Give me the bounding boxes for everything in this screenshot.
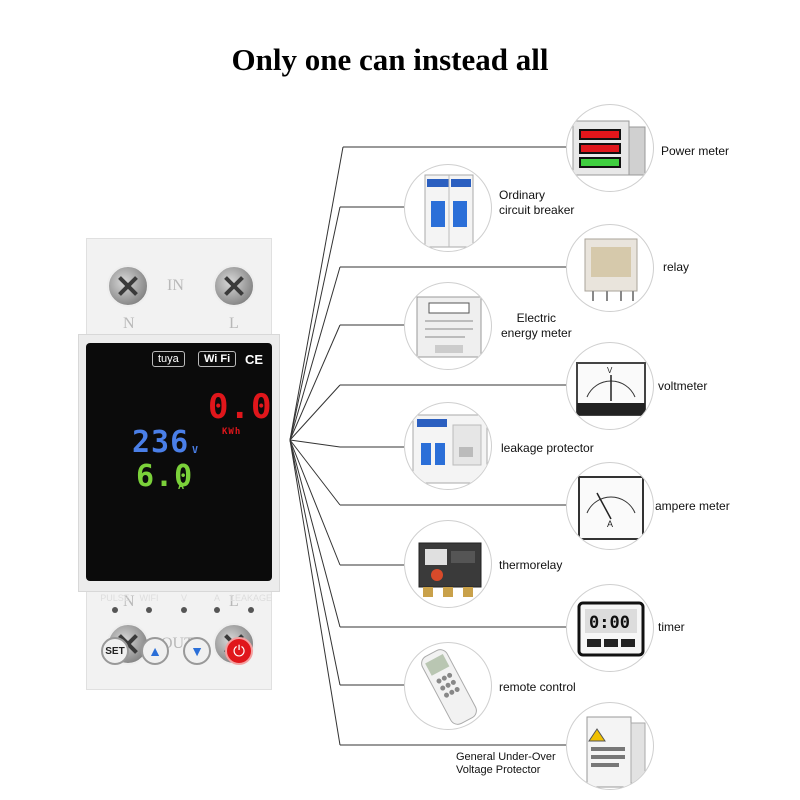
display-screen: tuya Wi Fi CE 0.0 KWh 236 V 6.0 A (86, 343, 272, 581)
indicator-leakage-label: LEAKAGE (229, 593, 273, 603)
leakage-protector-icon (412, 414, 488, 484)
ampere-meter-label: ampere meter (655, 499, 730, 513)
ce-mark: CE (245, 352, 264, 367)
circuit-breaker-icon (424, 174, 474, 248)
energy-readout: 0.0 (208, 387, 273, 427)
thermorelay-icon (418, 542, 482, 597)
power-meter-label: Power meter (661, 144, 730, 158)
down-button[interactable]: ▼ (183, 637, 211, 665)
timer-label: timer (658, 620, 685, 634)
indicator-leakage-led (248, 607, 254, 613)
indicator-a-led (214, 607, 220, 613)
indicator-wifi-led (146, 607, 152, 613)
up-button[interactable]: ▲ (141, 637, 169, 665)
power-meter-thumbnail (566, 104, 654, 192)
energy-unit: KWh (222, 427, 242, 437)
voltage-protector-label: General Under-Over Voltage Protector (456, 751, 556, 777)
tuya-logo: tuya (152, 351, 185, 367)
voltage-protector-label-text: General Under-Over Voltage Protector (456, 751, 556, 776)
device-top-housing: IN N L (86, 238, 272, 338)
remote-control-thumbnail (404, 642, 492, 730)
thermorelay-thumbnail (404, 520, 492, 608)
ampere-meter-icon: A (578, 476, 644, 540)
thermorelay-label: thermorelay (499, 558, 563, 572)
line-label-top: L (229, 315, 239, 332)
page-title: Only one can instead all (231, 42, 549, 77)
neutral-label-bottom: N (123, 593, 135, 610)
indicator-a-label: A (213, 593, 221, 603)
relay-thumbnail (566, 224, 654, 312)
leakage-protector-label: leakage protector (501, 441, 594, 455)
power-button[interactable]: ⏻ (225, 637, 253, 665)
energy-meter-label-text: Electric energy meter (501, 311, 572, 340)
remote-control-label: remote control (499, 680, 576, 694)
line-label-bottom: L (229, 593, 239, 610)
screw-l-in-icon (213, 265, 255, 307)
circuit-breaker-thumbnail (404, 164, 492, 252)
power-meter-icon (572, 120, 646, 176)
voltage-protector-thumbnail (566, 702, 654, 790)
circuit-breaker-label-text: Ordinary circuit breaker (499, 188, 575, 217)
voltage-unit: V (192, 445, 200, 456)
indicator-pulse-led (112, 607, 118, 613)
voltmeter-label: voltmeter (658, 379, 708, 393)
smart-breaker-device: IN N L N L OUT tuya Wi Fi CE 0.0 KWh 236… (78, 238, 280, 690)
timer-icon: 0:00 (577, 601, 645, 657)
voltmeter-icon: V (576, 362, 646, 416)
energy-meter-label: Electric energy meter (501, 311, 572, 341)
leakage-protector-thumbnail (404, 402, 492, 490)
energy-meter-icon (416, 296, 482, 358)
svg-text:0:00: 0:00 (589, 613, 630, 633)
indicator-pulse-label: PULSE (100, 593, 130, 603)
voltmeter-thumbnail: V (566, 342, 654, 430)
relay-icon (584, 238, 638, 301)
circuit-breaker-label: Ordinary circuit breaker (499, 188, 574, 218)
timer-thumbnail: 0:00 (566, 584, 654, 672)
indicator-wifi-label: WIFI (139, 593, 159, 603)
set-button[interactable]: SET (101, 637, 129, 665)
indicator-v-label: V (180, 593, 188, 603)
voltage-readout: 236 (132, 425, 190, 460)
wifi-badge: Wi Fi (198, 351, 237, 367)
ampere-meter-thumbnail: A (566, 462, 654, 550)
current-readout: 6.0 (136, 459, 194, 494)
indicator-v-led (181, 607, 187, 613)
svg-text:V: V (607, 366, 613, 375)
voltage-protector-icon (586, 716, 646, 788)
terminal-in-label: IN (167, 277, 184, 294)
remote-control-icon (421, 649, 477, 725)
current-unit: A (178, 481, 186, 492)
svg-text:A: A (607, 519, 613, 529)
energy-meter-thumbnail (404, 282, 492, 370)
device-front-panel: tuya Wi Fi CE 0.0 KWh 236 V 6.0 A PULSE … (78, 334, 280, 665)
screw-n-in-icon (107, 265, 149, 307)
relay-label: relay (663, 260, 690, 274)
neutral-label-top: N (123, 315, 135, 332)
